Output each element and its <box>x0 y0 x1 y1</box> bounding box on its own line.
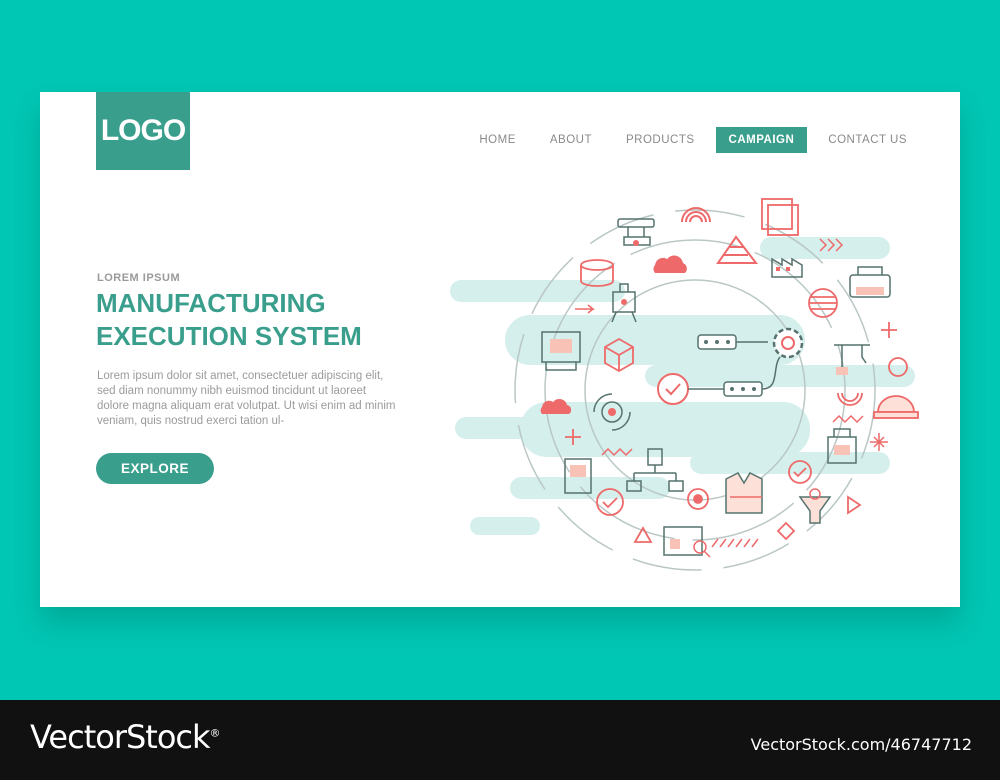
logo[interactable]: LOGO <box>96 92 190 170</box>
factory-icon <box>771 257 803 278</box>
cube-icon <box>604 337 634 373</box>
nav-products[interactable]: PRODUCTS <box>626 134 695 146</box>
machine-icon <box>827 428 857 464</box>
database-icon <box>580 259 614 287</box>
semicircle-icon <box>681 207 711 223</box>
vest-icon <box>725 472 763 514</box>
hatch-icon <box>711 538 759 548</box>
hero-title-line-2: EXECUTION SYSTEM <box>96 321 362 351</box>
funnel-icon <box>798 488 832 524</box>
watermark-brand: VectorStock® <box>30 718 221 756</box>
pyramid-icon <box>716 235 759 264</box>
zigzag-icon <box>832 414 864 424</box>
nav-campaign[interactable]: CAMPAIGN <box>715 127 808 153</box>
hard-hat-icon <box>873 395 919 419</box>
hero-title-line-1: MANUFACTURING <box>96 288 326 318</box>
nav-contact-us[interactable]: CONTACT US <box>828 134 907 146</box>
cloud-icon <box>653 255 687 273</box>
network-icon <box>626 448 684 492</box>
robot-arm-icon <box>617 218 655 246</box>
top-nav: HOME ABOUT PRODUCTS CAMPAIGN CONTACT US <box>458 127 920 153</box>
circle-icon <box>888 357 908 377</box>
crane-icon <box>834 344 870 375</box>
spark-icon <box>870 433 888 451</box>
watermark-id: VectorStock.com/46747712 <box>750 735 972 754</box>
semicircle-lines-icon <box>837 392 863 406</box>
target-icon-2 <box>687 488 709 510</box>
mes-illustration <box>450 198 919 571</box>
report-icon <box>663 526 711 558</box>
hero-eyebrow: LOREM IPSUM <box>97 272 181 284</box>
hero-body-text: Lorem ipsum dolor sit amet, consectetuer… <box>97 370 396 427</box>
triangle-icon <box>847 495 862 515</box>
arrows-icon <box>819 238 844 252</box>
squares-icon <box>761 198 799 236</box>
explore-button[interactable]: EXPLORE <box>96 453 214 484</box>
nav-about[interactable]: ABOUT <box>549 134 592 146</box>
toolbox-icon <box>849 266 891 298</box>
target-icon <box>808 288 838 318</box>
cloud-icon-2 <box>540 398 572 414</box>
vending-icon <box>564 458 592 494</box>
printer-icon <box>541 331 581 371</box>
diamond-icon <box>776 521 796 541</box>
check-icon-2 <box>788 460 812 484</box>
check-icon <box>657 373 689 405</box>
check-icon-3 <box>596 488 624 516</box>
hero-title: MANUFACTURING EXECUTION SYSTEM <box>96 287 416 353</box>
triangle-icon-2 <box>633 526 653 543</box>
plus-icon <box>881 322 897 338</box>
robot-icon <box>611 283 637 323</box>
nav-home[interactable]: HOME <box>479 134 516 146</box>
zigzag-icon-2 <box>601 447 633 457</box>
plus-icon-2 <box>565 429 581 445</box>
center-diagram <box>657 327 804 405</box>
gear-icon <box>772 327 804 359</box>
rings <box>514 209 876 571</box>
watermark-footer: VectorStock® VectorStock.com/46747712 <box>0 700 1000 780</box>
process-cycle-icon <box>593 393 631 431</box>
landing-card: LOGO HOME ABOUT PRODUCTS CAMPAIGN CONTAC… <box>40 92 960 607</box>
